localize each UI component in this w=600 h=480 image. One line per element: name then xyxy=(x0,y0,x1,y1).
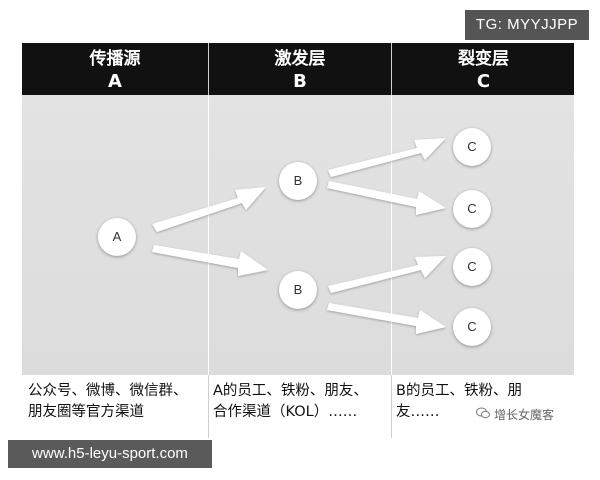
desc-line: B的员工、铁粉、朋 xyxy=(396,383,522,399)
footer-activation-desc: A的员工、铁粉、朋友、 合作渠道（KOL）…… xyxy=(213,381,389,423)
column-divider xyxy=(208,95,209,375)
desc-line: 合作渠道（KOL）…… xyxy=(213,404,358,420)
footer-fission-desc: B的员工、铁粉、朋 友…… xyxy=(396,381,536,423)
desc-line: 公众号、微博、微信群、 xyxy=(28,383,188,399)
header-fission: 裂变层 C xyxy=(391,43,575,95)
column-divider xyxy=(391,95,392,375)
desc-line: 朋友圈等官方渠道 xyxy=(28,404,144,420)
header-letter: A xyxy=(108,71,122,92)
node-c1: C xyxy=(453,128,491,166)
header-source: 传播源 A xyxy=(22,43,208,95)
wechat-icon xyxy=(476,407,490,419)
header-title: 裂变层 xyxy=(458,49,509,69)
footer-divider xyxy=(391,375,392,438)
node-b2: B xyxy=(279,271,317,309)
header-title: 传播源 xyxy=(89,49,141,69)
node-b1: B xyxy=(279,162,317,200)
header-activation: 激发层 B xyxy=(208,43,391,95)
footer-row: 公众号、微博、微信群、 朋友圈等官方渠道 A的员工、铁粉、朋友、 合作渠道（KO… xyxy=(22,375,574,438)
tg-watermark: TG: MYYJJPP xyxy=(465,10,589,40)
node-c3: C xyxy=(453,248,491,286)
header-letter: C xyxy=(476,71,491,92)
header-letter: B xyxy=(293,71,307,92)
node-c2: C xyxy=(453,190,491,228)
desc-line: A的员工、铁粉、朋友、 xyxy=(213,383,368,399)
header-title: 激发层 xyxy=(274,49,326,69)
source-watermark: 增长女魔客 xyxy=(494,408,555,422)
desc-line: 友…… xyxy=(396,404,440,420)
url-watermark: www.h5-leyu-sport.com xyxy=(8,440,212,468)
header-row: 传播源 A 激发层 B 裂变层 C xyxy=(22,43,574,95)
footer-source-desc: 公众号、微博、微信群、 朋友圈等官方渠道 xyxy=(28,381,206,423)
node-a: A xyxy=(98,218,136,256)
footer-divider xyxy=(208,375,209,438)
node-c4: C xyxy=(453,308,491,346)
